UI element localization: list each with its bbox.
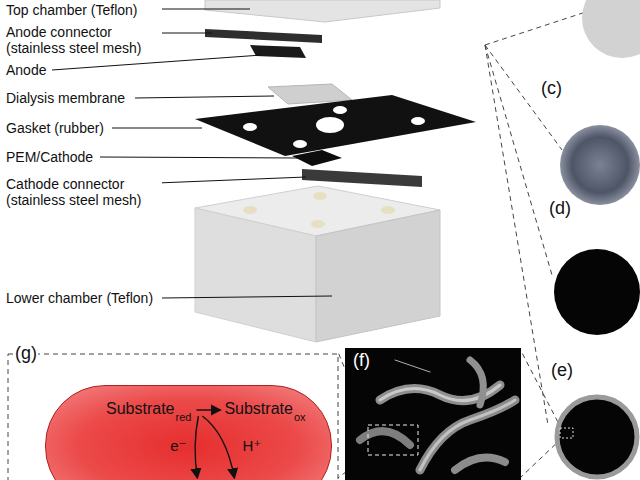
part-label: Lower chamber (Teflon) — [5, 290, 154, 306]
bacterium-cell: SubstrateredSubstrateoxe⁻H⁺ — [45, 385, 332, 480]
anode-photo-b — [582, 0, 640, 58]
part-label: PEM/Cathode — [5, 149, 94, 165]
panel-label: (f) — [352, 352, 371, 368]
gasket — [195, 95, 476, 156]
gasket-window — [316, 117, 344, 133]
part-label: Dialysis membrane — [5, 90, 126, 106]
chamber-hole — [381, 206, 395, 214]
chamber-hole — [313, 192, 327, 200]
panel-label: (d) — [548, 200, 572, 216]
gasket-hole — [243, 123, 257, 131]
part-label: Gasket (rubber) — [5, 120, 105, 136]
part-label: Anode — [5, 62, 47, 78]
top-chamber — [205, 0, 440, 22]
cell-text: H⁺ — [242, 438, 261, 455]
anode-connector — [205, 29, 322, 43]
anode-photo-c — [560, 125, 640, 205]
reaction-arrow — [195, 416, 198, 478]
gasket-hole — [411, 117, 425, 125]
panel-label: (g) — [14, 345, 38, 361]
sem-image — [345, 348, 521, 480]
part-label: Cathode connector (stainless steel mesh) — [5, 176, 162, 208]
anode-photo-e — [557, 397, 637, 477]
panel-label: (e) — [550, 362, 574, 378]
reaction-arrow — [202, 416, 234, 478]
cell-text: ox — [294, 411, 306, 423]
pem-cathode — [292, 150, 342, 166]
part-label: Top chamber (Teflon) — [5, 2, 139, 18]
gasket-hole — [333, 106, 347, 114]
chamber-hole — [243, 206, 257, 214]
gasket-hole — [293, 140, 307, 148]
cell-text: Substrate — [106, 400, 174, 418]
bacteria — [360, 360, 515, 470]
cell-text: e⁻ — [170, 438, 186, 455]
cell-text: Substrate — [224, 400, 292, 418]
panel-label: (c) — [540, 80, 563, 96]
chamber-hole — [311, 220, 325, 228]
dialysis-membrane — [268, 84, 352, 104]
lower-chamber-side — [316, 210, 440, 342]
reaction-arrow — [196, 409, 220, 410]
zoom-square — [560, 428, 573, 438]
part-label: Anode connector (stainless steel mesh) — [5, 24, 162, 56]
cell-text: red — [175, 411, 191, 423]
zoom-box — [368, 425, 418, 455]
anode — [250, 45, 306, 58]
lower-chamber-front — [195, 208, 316, 342]
cathode-connector — [302, 169, 422, 187]
anode-photo-d — [554, 249, 640, 335]
